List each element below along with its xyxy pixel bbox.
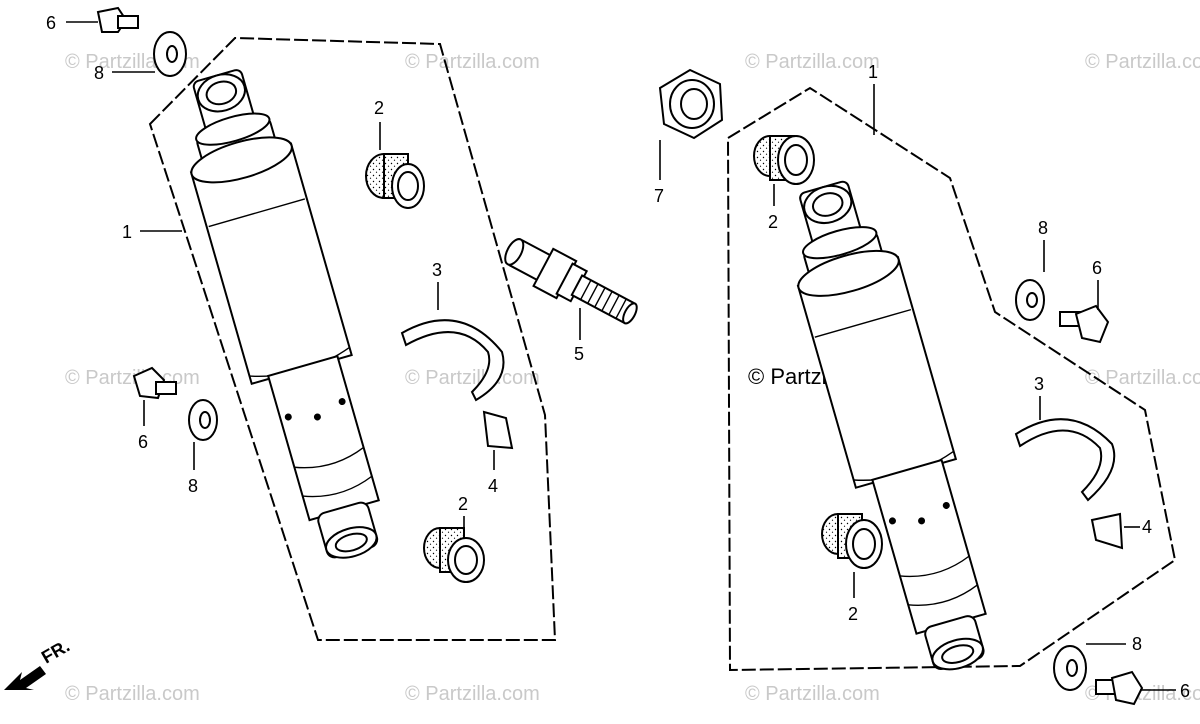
left-bolt-top (96, 6, 139, 33)
right-bolt-mid (1059, 304, 1110, 344)
right-washer-bottom (1053, 645, 1087, 691)
watermark-text: © Partzilla.com (745, 683, 880, 705)
callout-1: 1 (868, 62, 878, 82)
left-shock-absorber (189, 69, 380, 559)
watermark-text: © Partzilla.com (1085, 51, 1200, 73)
front-label: FR. (38, 636, 73, 668)
left-bushing-bottom (423, 527, 485, 583)
callout-6: 6 (1092, 258, 1102, 278)
right-bolt-bottom (1095, 670, 1144, 706)
callout-1: 1 (122, 222, 132, 242)
watermark-text: © Partzilla.com (405, 367, 540, 389)
watermark-text: © Partzilla.com (65, 367, 200, 389)
left-washer-top (153, 31, 187, 77)
callout-8: 8 (1132, 634, 1142, 654)
left-assembly: 6 8 1 2 3 4 5 6 8 2 (46, 6, 638, 641)
callout-5: 5 (574, 344, 584, 364)
front-arrow-icon (4, 666, 46, 690)
callout-3: 3 (432, 260, 442, 280)
left-stud-bolt (504, 238, 638, 325)
callout-6: 6 (1180, 681, 1190, 701)
right-shock-absorber (796, 180, 987, 671)
left-label-tag (482, 410, 514, 450)
right-nut (658, 68, 724, 140)
callout-8: 8 (188, 476, 198, 496)
watermarks: © Partzilla.com © Partzilla.com © Partzi… (65, 51, 1200, 705)
callout-7: 7 (654, 186, 664, 206)
callout-6: 6 (46, 13, 56, 33)
front-direction-indicator: FR. (4, 636, 73, 690)
watermark-text: © Partzilla.com (745, 51, 880, 73)
callout-8: 8 (1038, 218, 1048, 238)
right-assembly-frame (726, 86, 1177, 672)
left-bolt-mid (132, 366, 177, 400)
callout-2: 2 (458, 494, 468, 514)
callout-8: 8 (94, 63, 104, 83)
callout-6: 6 (138, 432, 148, 452)
right-band (1014, 418, 1116, 502)
callout-2: 2 (848, 604, 858, 624)
left-band (400, 319, 505, 402)
callout-3: 3 (1034, 374, 1044, 394)
callout-2: 2 (374, 98, 384, 118)
left-bushing-top (365, 153, 425, 209)
right-label-tag (1090, 512, 1124, 550)
left-washer-mid (188, 399, 218, 441)
watermark-text: © Partzilla.com (1085, 367, 1200, 389)
watermark-text: © Partzilla.com (405, 683, 540, 705)
callout-4: 4 (1142, 517, 1152, 537)
right-washer-mid (1015, 279, 1045, 321)
callout-2: 2 (768, 212, 778, 232)
right-bushing-bottom (821, 513, 883, 569)
watermark-text: © Partzilla.com (405, 51, 540, 73)
right-assembly: 1 7 2 8 6 3 4 2 8 6 (654, 62, 1190, 706)
right-bushing-top (753, 135, 815, 185)
watermark-text: © Partzilla.com (65, 683, 200, 705)
left-assembly-frame (148, 36, 557, 641)
callout-4: 4 (488, 476, 498, 496)
